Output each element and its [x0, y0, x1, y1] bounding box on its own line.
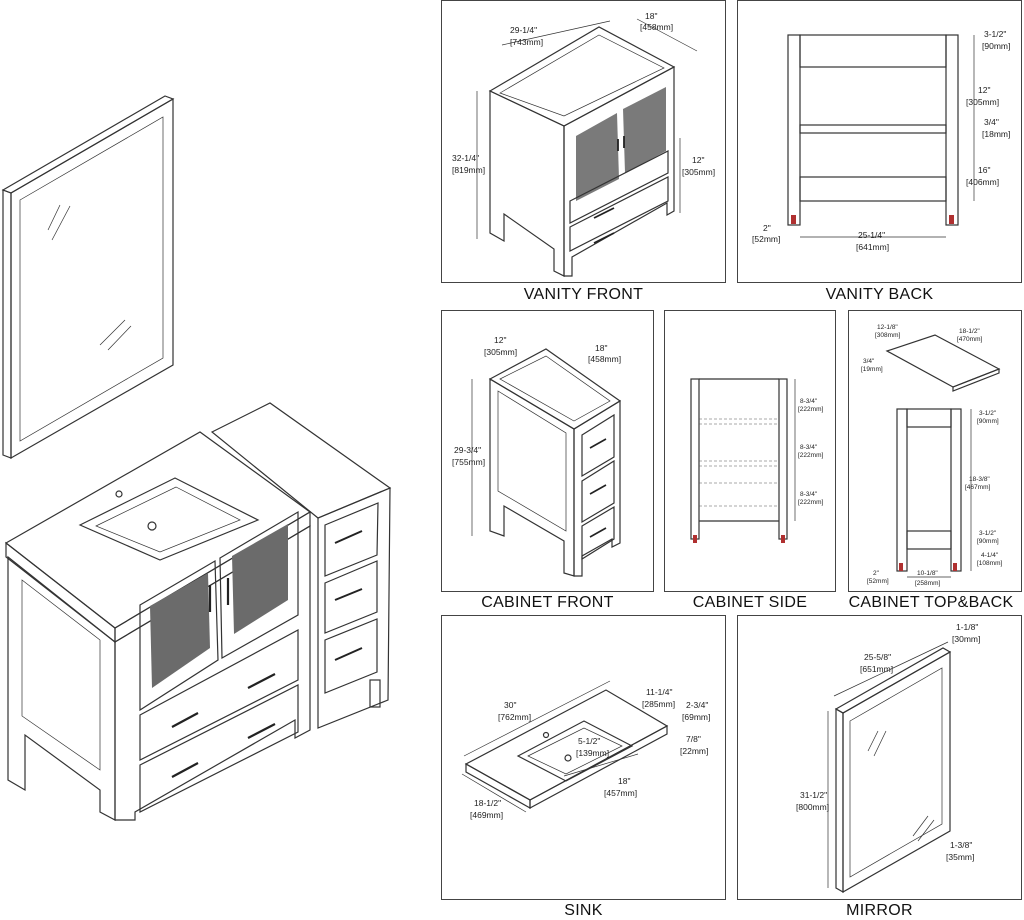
dimension-label: [305mm]: [966, 97, 999, 107]
dimension-label: 12": [978, 85, 990, 95]
dimension-label: [18mm]: [982, 129, 1010, 139]
caption-vanity-back: VANITY BACK: [825, 286, 934, 303]
cabinet-front-drawing: 12" [305mm] 18" [458mm] 29-3/4" [755mm]: [452, 335, 622, 577]
dimension-label: 1-1/8": [956, 622, 978, 632]
dimension-label: [139mm]: [576, 748, 609, 758]
dimension-label: 18": [595, 343, 607, 353]
panel-sink: 30" [762mm] 11-1/4" [285mm] 2-3/4" [69mm…: [441, 615, 726, 900]
dimension-label: [305mm]: [682, 167, 715, 177]
dimension-label: [52mm]: [752, 234, 780, 244]
dimension-label: 8-3/4": [800, 491, 818, 498]
caption-vanity-front: VANITY FRONT: [523, 286, 644, 303]
dimension-label: 25-5/8": [864, 652, 891, 662]
dimension-label: [22mm]: [680, 746, 708, 756]
dimension-label: [222mm]: [798, 499, 823, 506]
dimension-label: [470mm]: [957, 336, 982, 343]
dimension-label: [469mm]: [470, 810, 503, 820]
dimension-label: [819mm]: [452, 165, 485, 175]
dimension-label: 8-3/4": [800, 398, 818, 405]
dimension-label: 29-1/4": [510, 25, 537, 35]
dimension-label: 11-1/4": [646, 687, 673, 697]
dimension-label: 18": [618, 776, 630, 786]
dimension-label: 25-1/4": [858, 230, 885, 240]
panel-cabinet-front: 12" [305mm] 18" [458mm] 29-3/4" [755mm]: [441, 310, 654, 592]
panel-cabinet-side: 8-3/4" [222mm] 8-3/4" [222mm] 8-3/4" [22…: [664, 310, 836, 592]
dimension-label: 3/4": [863, 358, 875, 365]
dimension-label: 29-3/4": [454, 445, 481, 455]
dimension-label: [30mm]: [952, 634, 980, 644]
dimension-label: [35mm]: [946, 852, 974, 862]
panel-mirror: 1-1/8" [30mm] 25-5/8" [651mm] 31-1/2" [8…: [737, 615, 1022, 900]
dimension-label: 1-3/8": [950, 840, 972, 850]
cabinet-side-drawing: 8-3/4" [222mm] 8-3/4" [222mm] 8-3/4" [22…: [690, 378, 823, 543]
dimension-label: 4-1/4": [981, 552, 999, 559]
mirror-illustration: [1, 95, 175, 460]
dimension-label: [222mm]: [798, 406, 823, 413]
cabinet-top-back-drawing: 12-1/8" [308mm] 18-1/2" [470mm] 3/4" [19…: [861, 324, 1002, 587]
dimension-label: [19mm]: [861, 366, 883, 373]
dimension-label: [305mm]: [484, 347, 517, 357]
dimension-label: 8-3/4": [800, 444, 818, 451]
dimension-label: [641mm]: [856, 242, 889, 252]
dimension-label: 2": [763, 223, 771, 233]
dimension-label: [90mm]: [977, 418, 999, 425]
panel-vanity-front: 29-1/4" [743mm] 18" [458mm] 32-1/4" [819…: [441, 0, 726, 283]
dimension-label: [458mm]: [588, 354, 621, 364]
dimension-label: [108mm]: [977, 560, 1002, 567]
dimension-label: 18-1/2": [959, 328, 980, 335]
mirror-drawing: 1-1/8" [30mm] 25-5/8" [651mm] 31-1/2" [8…: [796, 622, 980, 894]
dimension-label: [69mm]: [682, 712, 710, 722]
dimension-label: [90mm]: [982, 41, 1010, 51]
dimension-label: [755mm]: [452, 457, 485, 467]
dimension-label: 3-1/2": [979, 410, 997, 417]
dimension-label: [762mm]: [498, 712, 531, 722]
caption-cabinet-front: CABINET FRONT: [481, 594, 614, 611]
dimension-label: [308mm]: [875, 332, 900, 339]
dimension-label: 3-1/2": [979, 530, 997, 537]
side-cabinet-illustration: [210, 402, 392, 729]
dimension-label: [258mm]: [915, 580, 940, 587]
dimension-label: 10-1/8": [917, 570, 938, 577]
dimension-label: [406mm]: [966, 177, 999, 187]
vanity-back-drawing: 3-1/2" [90mm] 12" [305mm] 3/4" [18mm] 16…: [752, 29, 1010, 252]
dimension-label: 12": [494, 335, 506, 345]
dimension-label: 31-1/2": [800, 790, 827, 800]
dimension-label: 2-3/4": [686, 700, 708, 710]
dimension-label: 16": [978, 165, 990, 175]
vanity-set-illustration: [1, 95, 392, 821]
dimension-label: [457mm]: [604, 788, 637, 798]
caption-sink: SINK: [564, 902, 603, 919]
panel-vanity-back: 3-1/2" [90mm] 12" [305mm] 3/4" [18mm] 16…: [737, 0, 1022, 283]
vanity-illustration: [4, 431, 312, 821]
dimension-label: 18-1/2": [474, 798, 501, 808]
sink-drawing: 30" [762mm] 11-1/4" [285mm] 2-3/4" [69mm…: [461, 680, 710, 820]
dimension-label: [467mm]: [965, 484, 990, 491]
dimension-label: 32-1/4": [452, 153, 479, 163]
caption-cabinet-side: CABINET SIDE: [692, 594, 808, 611]
dimension-label: 3-1/2": [984, 29, 1006, 39]
dimension-label: [458mm]: [640, 22, 673, 32]
dimension-label: 5-1/2": [578, 736, 600, 746]
caption-mirror: MIRROR: [846, 902, 913, 919]
dimension-label: 12-1/8": [877, 324, 898, 331]
dimension-label: [651mm]: [860, 664, 893, 674]
panel-cabinet-top-back: 12-1/8" [308mm] 18-1/2" [470mm] 3/4" [19…: [848, 310, 1022, 592]
dimension-label: 3/4": [984, 117, 999, 127]
dimension-label: [90mm]: [977, 538, 999, 545]
dimension-label: 30": [504, 700, 516, 710]
dimension-label: [222mm]: [798, 452, 823, 459]
dimension-label: [52mm]: [867, 578, 889, 585]
dimension-label: [800mm]: [796, 802, 829, 812]
dimension-label: 18": [645, 11, 657, 21]
dimension-label: 12": [692, 155, 704, 165]
caption-cabinet-top-back: CABINET TOP&BACK: [848, 594, 1014, 611]
dimension-label: 7/8": [686, 734, 701, 744]
dimension-label: 18-3/8": [969, 476, 990, 483]
dimension-label: [285mm]: [642, 699, 675, 709]
dimension-label: [743mm]: [510, 37, 543, 47]
vanity-front-drawing: 29-1/4" [743mm] 18" [458mm] 32-1/4" [819…: [452, 11, 715, 277]
dimension-label: 2": [873, 570, 880, 577]
